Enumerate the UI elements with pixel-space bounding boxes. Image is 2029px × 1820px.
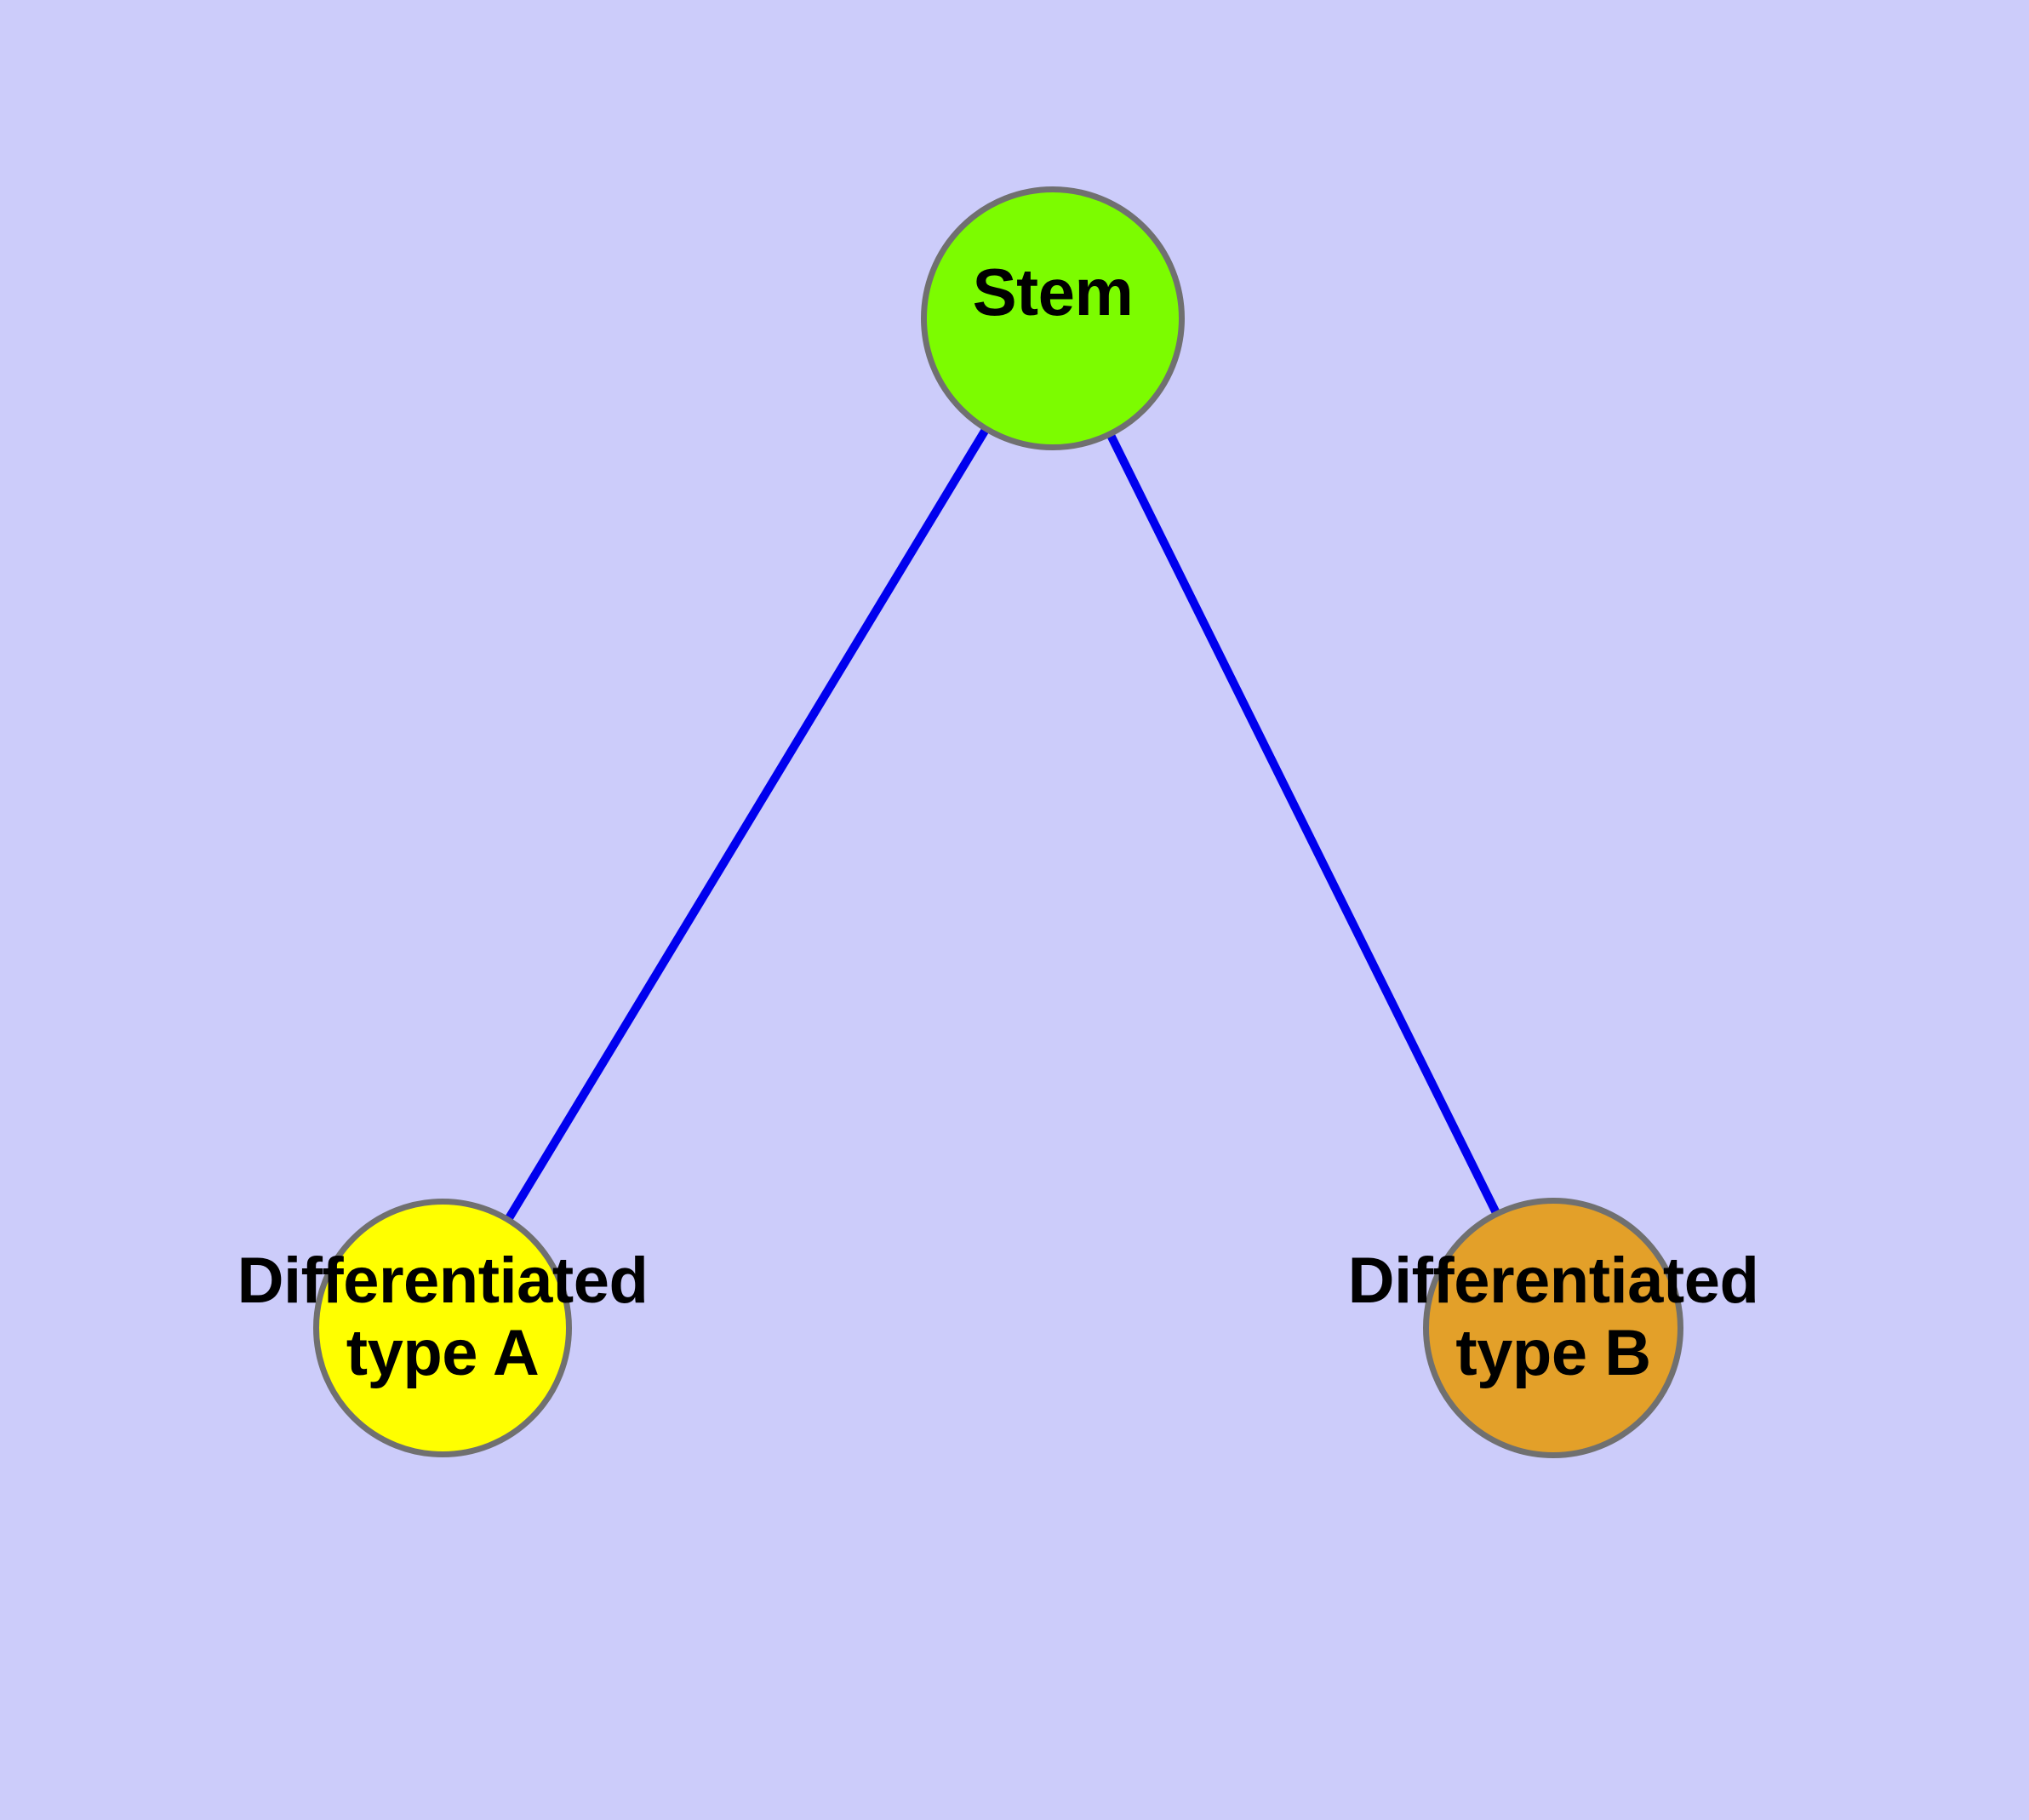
edge-stem-to-differentiated-type-b <box>1049 316 1557 1331</box>
node-stem[interactable] <box>921 186 1185 450</box>
node-differentiated-type-b[interactable] <box>1423 1198 1683 1458</box>
node-differentiated-type-a[interactable] <box>313 1199 572 1457</box>
edge-stem-to-differentiated-type-a <box>438 316 1057 1331</box>
